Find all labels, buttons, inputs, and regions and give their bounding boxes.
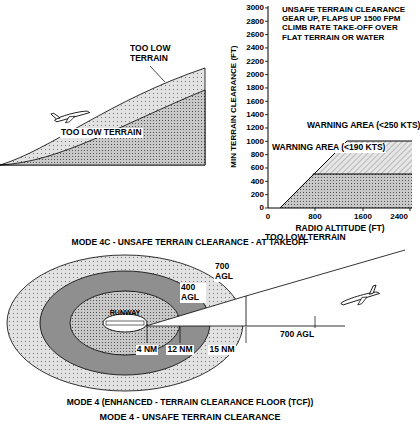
axis-tick-label: 3000	[246, 3, 264, 12]
region-label: TOO LOW TERRAIN	[265, 233, 346, 243]
axis-tick	[265, 34, 268, 35]
terrain-clearance-floor-rings	[7, 250, 405, 391]
axis-tick-label: 200	[251, 190, 264, 199]
axis-tick-label: 800	[251, 150, 264, 159]
axis-tick	[265, 208, 268, 209]
axis-tick-label: 1600	[246, 97, 264, 106]
axis-tick-label: 1600	[354, 212, 372, 221]
altitude-label: 700 AGL	[280, 330, 314, 340]
region-label: TOO LOW TERRAIN	[60, 128, 143, 138]
note-text: UNSAFE TERRAIN CLEARANCE GEAR UP, FLAPS …	[282, 5, 418, 42]
axis-tick-label: 0	[260, 203, 264, 212]
axis-tick-label: 2400	[390, 212, 408, 221]
axis-tick-label: 2400	[246, 43, 264, 52]
axis-tick-label: 1000	[246, 137, 264, 146]
axis-tick-label: 0	[266, 212, 270, 221]
region-label: TOO LOW TERRAIN	[130, 44, 174, 64]
axis-tick	[265, 47, 268, 48]
axis-tick-label: 2000	[246, 70, 264, 79]
axis-tick-label: 2800	[246, 17, 264, 26]
altitude-label: 400 AGL	[180, 283, 206, 303]
axis-tick	[265, 101, 268, 102]
axis-tick-label: 1200	[246, 123, 264, 132]
axis-tick-label: 600	[251, 163, 264, 172]
axis-tick-label: 400	[251, 177, 264, 186]
axis-tick	[265, 127, 268, 128]
distance-label: 4 NM	[136, 345, 158, 355]
axis-title: MIN TERRAIN CLEARANCE (FT)	[228, 46, 237, 168]
figure-caption: MODE 4 - UNSAFE TERRAIN CLEARANCE	[99, 412, 280, 422]
distance-label: 15 NM	[208, 345, 235, 355]
axis-tick	[265, 194, 268, 195]
figure-caption: MODE 4 (ENHANCED - TERRAIN CLEARANCE FLO…	[67, 398, 314, 408]
altitude-label: 700 AGL	[214, 262, 240, 282]
axis-tick-label: 800	[308, 212, 321, 221]
axis-tick	[265, 74, 268, 75]
axis-tick-label: 2200	[246, 57, 264, 66]
axis-tick-label: 1800	[246, 83, 264, 92]
axis-tick	[265, 181, 268, 182]
axis-tick	[265, 141, 268, 142]
axis-tick	[265, 154, 268, 155]
axis-tick	[265, 167, 268, 168]
axis-tick	[265, 114, 268, 115]
axis-tick	[265, 7, 268, 8]
axis-tick-label: 1400	[246, 110, 264, 119]
warning-area-label: WARNING AREA (<250 KTS)	[306, 121, 420, 131]
axis-tick	[265, 87, 268, 88]
warning-area-label: WARNING AREA (<190 KTS)	[271, 143, 386, 153]
distance-label: 12 NM	[166, 345, 193, 355]
axis-tick	[265, 61, 268, 62]
axis-tick	[265, 21, 268, 22]
runway-label: RUNWAY	[110, 309, 140, 317]
takeoff-terrain-illustration	[0, 66, 205, 165]
axis-tick-label: 2600	[246, 30, 264, 39]
